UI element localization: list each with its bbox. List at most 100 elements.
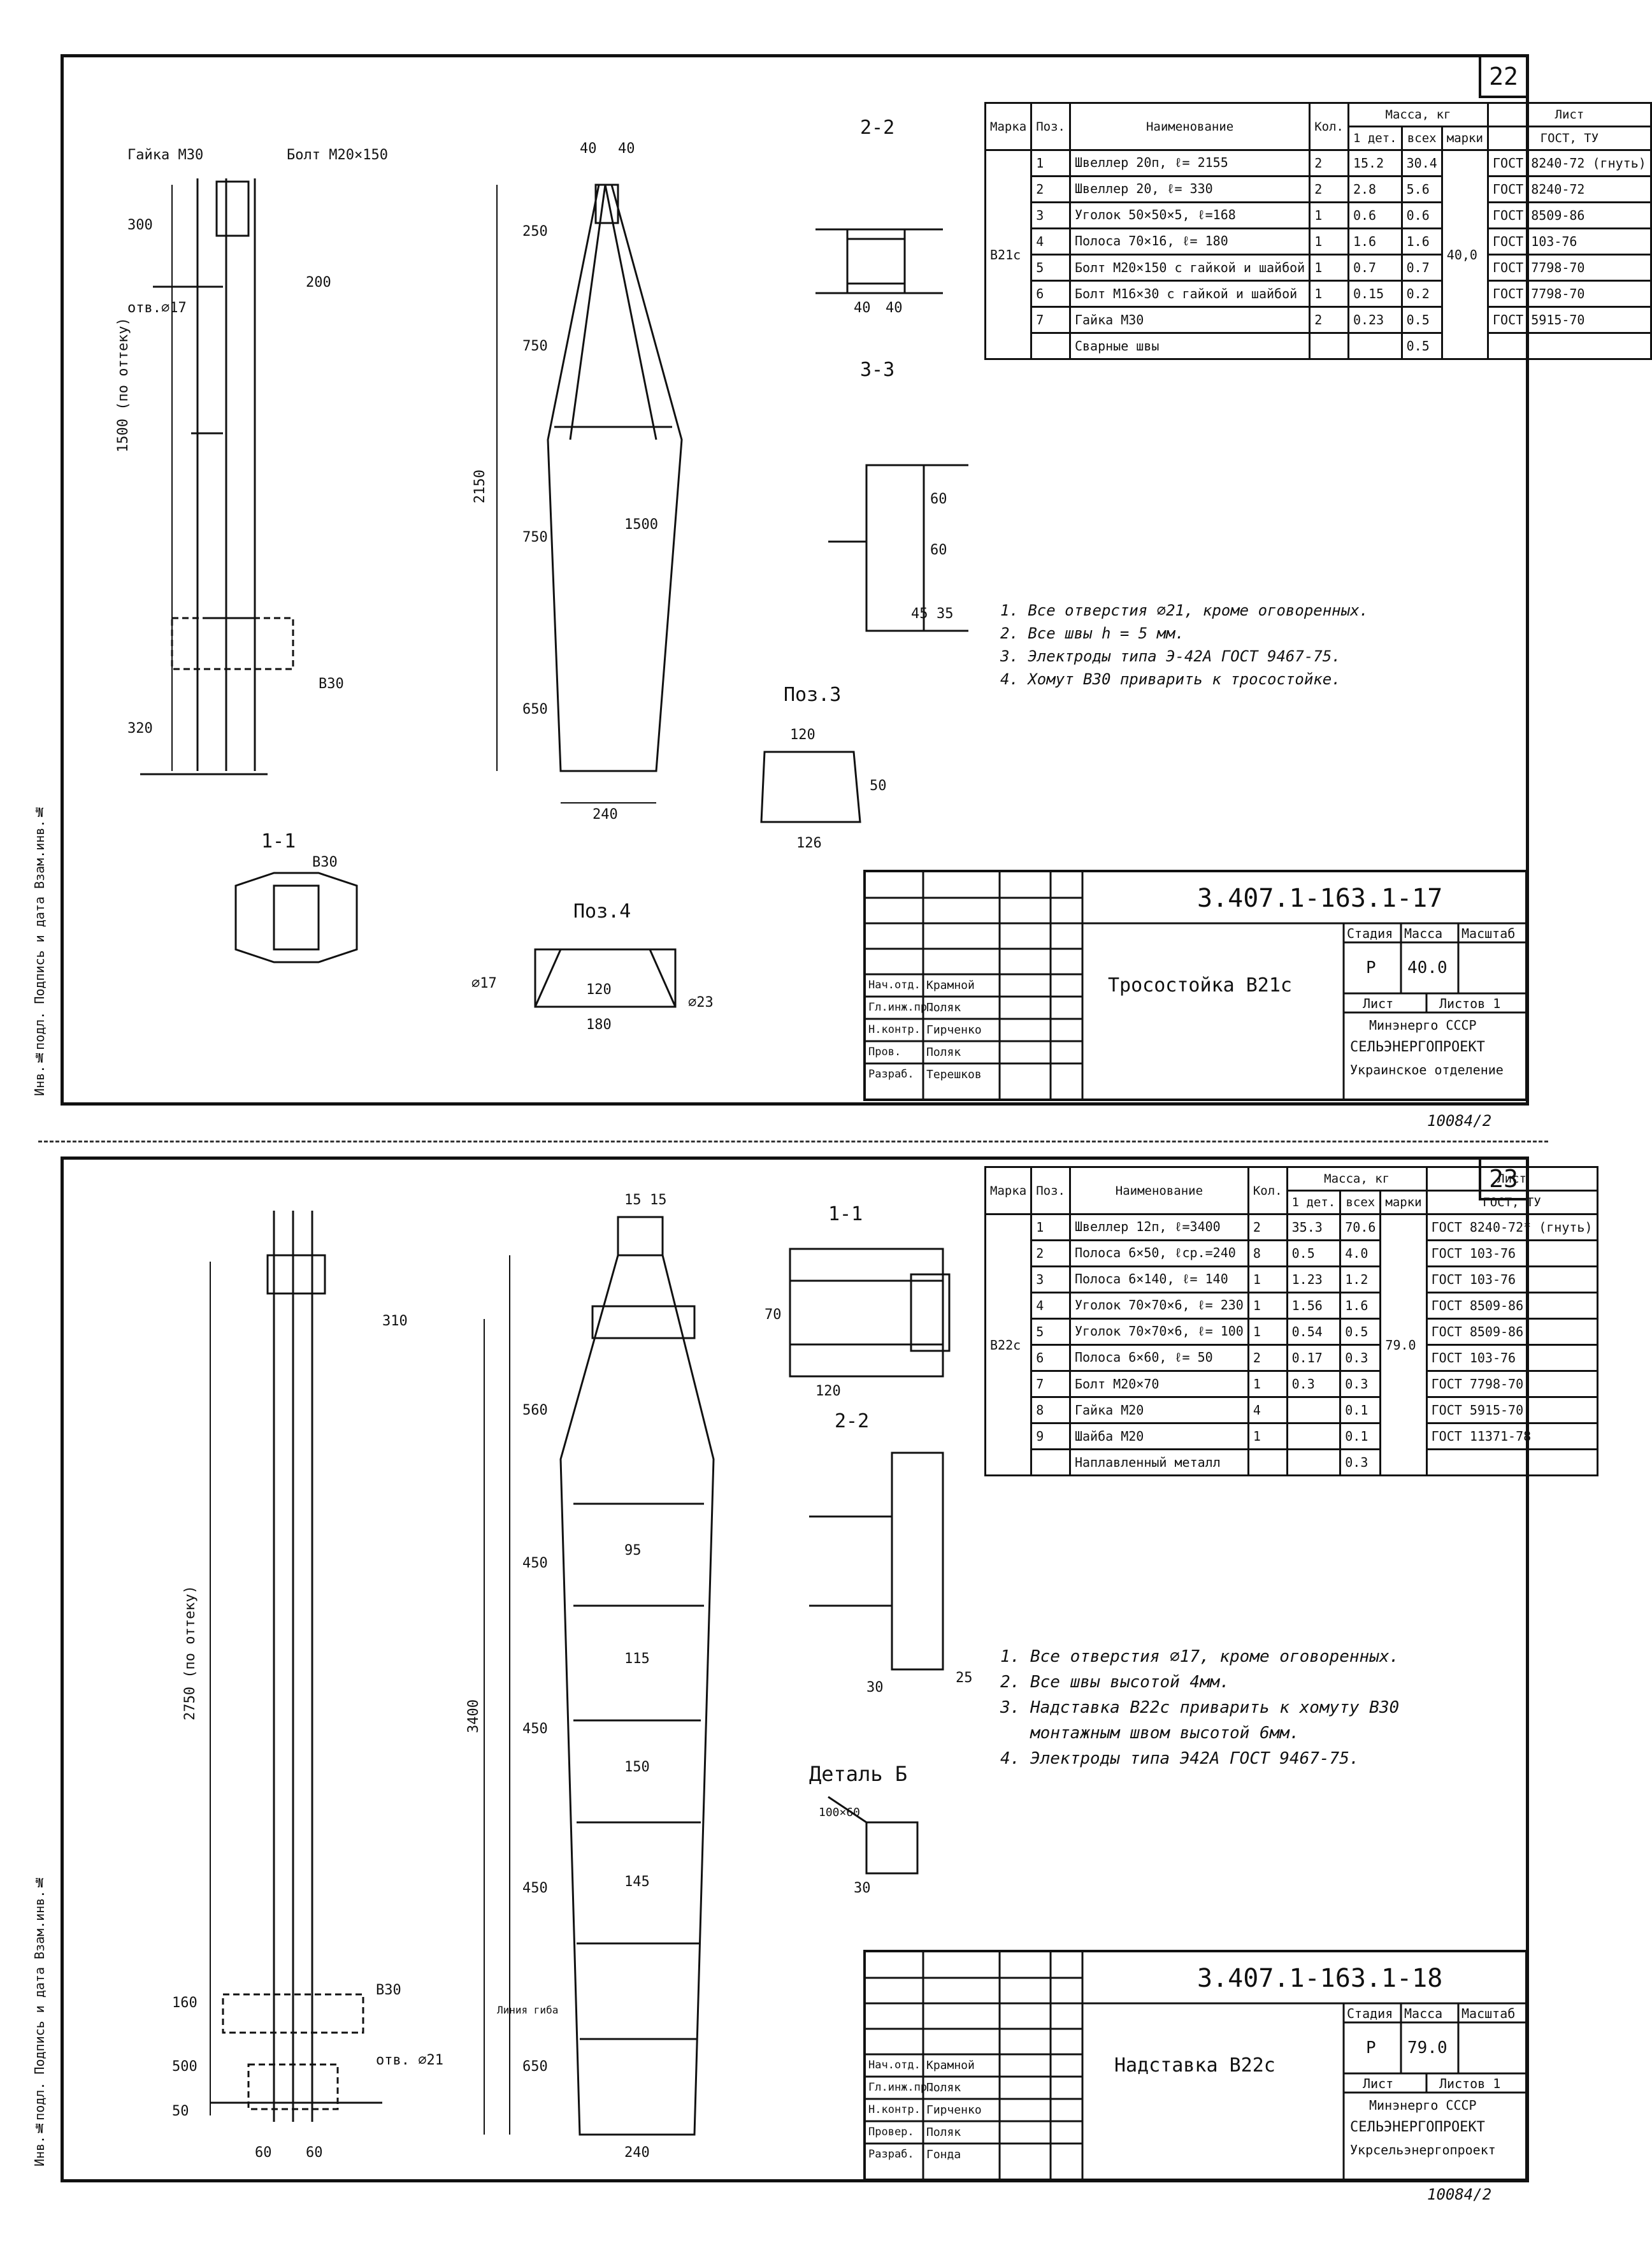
cell-m1: 0.3: [1286, 1370, 1342, 1398]
cell-gost: ГОСТ 7798-70: [1486, 254, 1652, 282]
cell-name: Полоса 70×16, ℓ= 180: [1068, 227, 1311, 256]
note-4: 4. Электроды типа Э42А ГОСТ 9467-75.: [1000, 1749, 1360, 1768]
cell-mall: 0.5: [1400, 332, 1443, 360]
sheets-label: Листов 1: [1439, 996, 1501, 1011]
col-mark: Марка: [984, 1166, 1033, 1215]
cell-pos: 7: [1030, 1370, 1071, 1398]
cell-gost: ГОСТ 8509-86: [1486, 201, 1652, 229]
cell-qty: [1309, 332, 1349, 360]
cell-gost: ГОСТ 8240-72* (гнуть): [1425, 1213, 1598, 1241]
dim-25: 25: [956, 1670, 973, 1686]
name-chief: Поляк: [926, 2081, 961, 2094]
dim-180: 180: [586, 1017, 612, 1033]
note-4: 4. Хомут В30 приварить к тросостойке.: [1000, 670, 1341, 688]
cell-qty: 4: [1247, 1396, 1288, 1424]
cell-mall: 4.0: [1339, 1239, 1382, 1267]
cell-name: Болт М16×30 с гайкой и шайбой: [1068, 280, 1311, 308]
dim-60a: 60: [255, 2145, 272, 2161]
cell-qty: 2: [1247, 1344, 1288, 1372]
cell-m1: 1.56: [1286, 1292, 1342, 1320]
col-mass-all: всех: [1339, 1190, 1382, 1215]
label-section-1-1: 1-1: [828, 1203, 863, 1225]
cell-qty: 1: [1309, 227, 1349, 256]
name-check: Поляк: [926, 1046, 961, 1059]
table-row: В21с 1 Швеллер 20п, ℓ= 2155 2 15.2 30.4 …: [984, 149, 1652, 360]
cell-pos: [1030, 1448, 1071, 1476]
dim-450b: 450: [522, 1721, 548, 1737]
cell-qty: 2: [1247, 1213, 1288, 1241]
cell-gost: ГОСТ 7798-70: [1486, 280, 1652, 308]
dim-320: 320: [127, 721, 153, 737]
col-sheet: Лист: [1425, 1166, 1598, 1192]
dim-35: 35: [937, 606, 954, 622]
dim-2150: 2150: [472, 470, 488, 503]
cell-pos: 2: [1030, 175, 1071, 203]
cell-name: Наплавленный металл: [1068, 1448, 1249, 1476]
cell-pos: 3: [1030, 1265, 1071, 1293]
sheet-separator: [38, 1141, 1548, 1142]
drawing-title: Тросостойка В21с: [1108, 974, 1292, 997]
cell-qty: 8: [1247, 1239, 1288, 1267]
mark-cell: В22с: [984, 1213, 1033, 1476]
dim-650: 650: [522, 702, 548, 717]
dim-d17: ∅17: [471, 976, 497, 991]
dim-40c: 40: [854, 300, 871, 316]
cell-name: Сварные швы: [1068, 332, 1311, 360]
sheet-number: 22: [1479, 57, 1526, 98]
note-1: 1. Все отверстия ∅21, кроме оговоренных.: [1000, 602, 1368, 619]
stage-label: Стадия: [1347, 2006, 1393, 2021]
scale-label: Масштаб: [1462, 926, 1516, 941]
dim-40b: 40: [618, 141, 635, 157]
cell-m1: 35.3: [1286, 1213, 1342, 1241]
cell-gost: ГОСТ 7798-70: [1425, 1370, 1598, 1398]
cell-pos: 9: [1030, 1422, 1071, 1450]
dim-145: 145: [624, 1874, 650, 1890]
label-section-2-2: 2-2: [860, 117, 894, 139]
cell-gost: ГОСТ 8240-72 (гнуть): [1486, 149, 1652, 177]
mark-mass-cell: 40,0: [1440, 149, 1489, 360]
dim-40a: 40: [580, 141, 597, 157]
dim-450a: 450: [522, 1555, 548, 1571]
label-pos4: Поз.4: [573, 900, 631, 923]
cell-qty: 1: [1247, 1370, 1288, 1398]
role-head: Нач.отд.: [868, 979, 921, 991]
mass-value: 40.0: [1407, 958, 1447, 977]
dim-500: 500: [172, 2059, 198, 2075]
cell-qty: 1: [1247, 1292, 1288, 1320]
label-nut: Гайка М30: [127, 147, 203, 163]
drawing-area: 1-1 2-2 Деталь Б В30 отв. ∅21 Линия гиба…: [172, 1192, 973, 2161]
cell-m1: [1347, 332, 1403, 360]
cell-m1: 15.2: [1347, 149, 1403, 177]
label-hole-21: отв. ∅21: [376, 2052, 443, 2068]
cell-gost: ГОСТ 103-76: [1425, 1239, 1598, 1267]
sheet-label: Лист: [1363, 996, 1394, 1011]
cell-m1: [1286, 1448, 1342, 1476]
cell-pos: [1030, 332, 1071, 360]
table-row: Сварные швы 0.5: [986, 332, 1652, 360]
role-norm: Н.контр.: [868, 2103, 921, 2116]
cell-name: Полоса 6×60, ℓ= 50: [1068, 1344, 1249, 1372]
dim-240: 240: [624, 2145, 650, 2161]
dim-120: 120: [815, 1383, 841, 1399]
cell-name: Швеллер 12п, ℓ=3400: [1068, 1213, 1249, 1241]
cell-gost: ГОСТ 5915-70: [1486, 306, 1652, 334]
col-mass-mark: марки: [1379, 1190, 1428, 1215]
cell-name: Швеллер 20, ℓ= 330: [1068, 175, 1311, 203]
dim-120: 120: [790, 727, 815, 743]
cell-qty: 2: [1309, 149, 1349, 177]
org-branch: Украинское отделение: [1350, 1062, 1504, 1077]
dim-100x60: 100×60: [819, 1806, 860, 1819]
note-2: 2. Все швы высотой 4мм.: [1000, 1673, 1230, 1692]
cell-name: Уголок 50×50×5, ℓ=168: [1068, 201, 1311, 229]
label-hole: отв.∅17: [127, 300, 187, 316]
note-3: 3. Надставка В22с приварить к хомуту В30: [1000, 1698, 1400, 1717]
cell-mall: 0.5: [1400, 306, 1443, 334]
title-block: 3.407.1-163.1-18 Надставка В22с Стадия М…: [863, 1950, 1528, 2181]
